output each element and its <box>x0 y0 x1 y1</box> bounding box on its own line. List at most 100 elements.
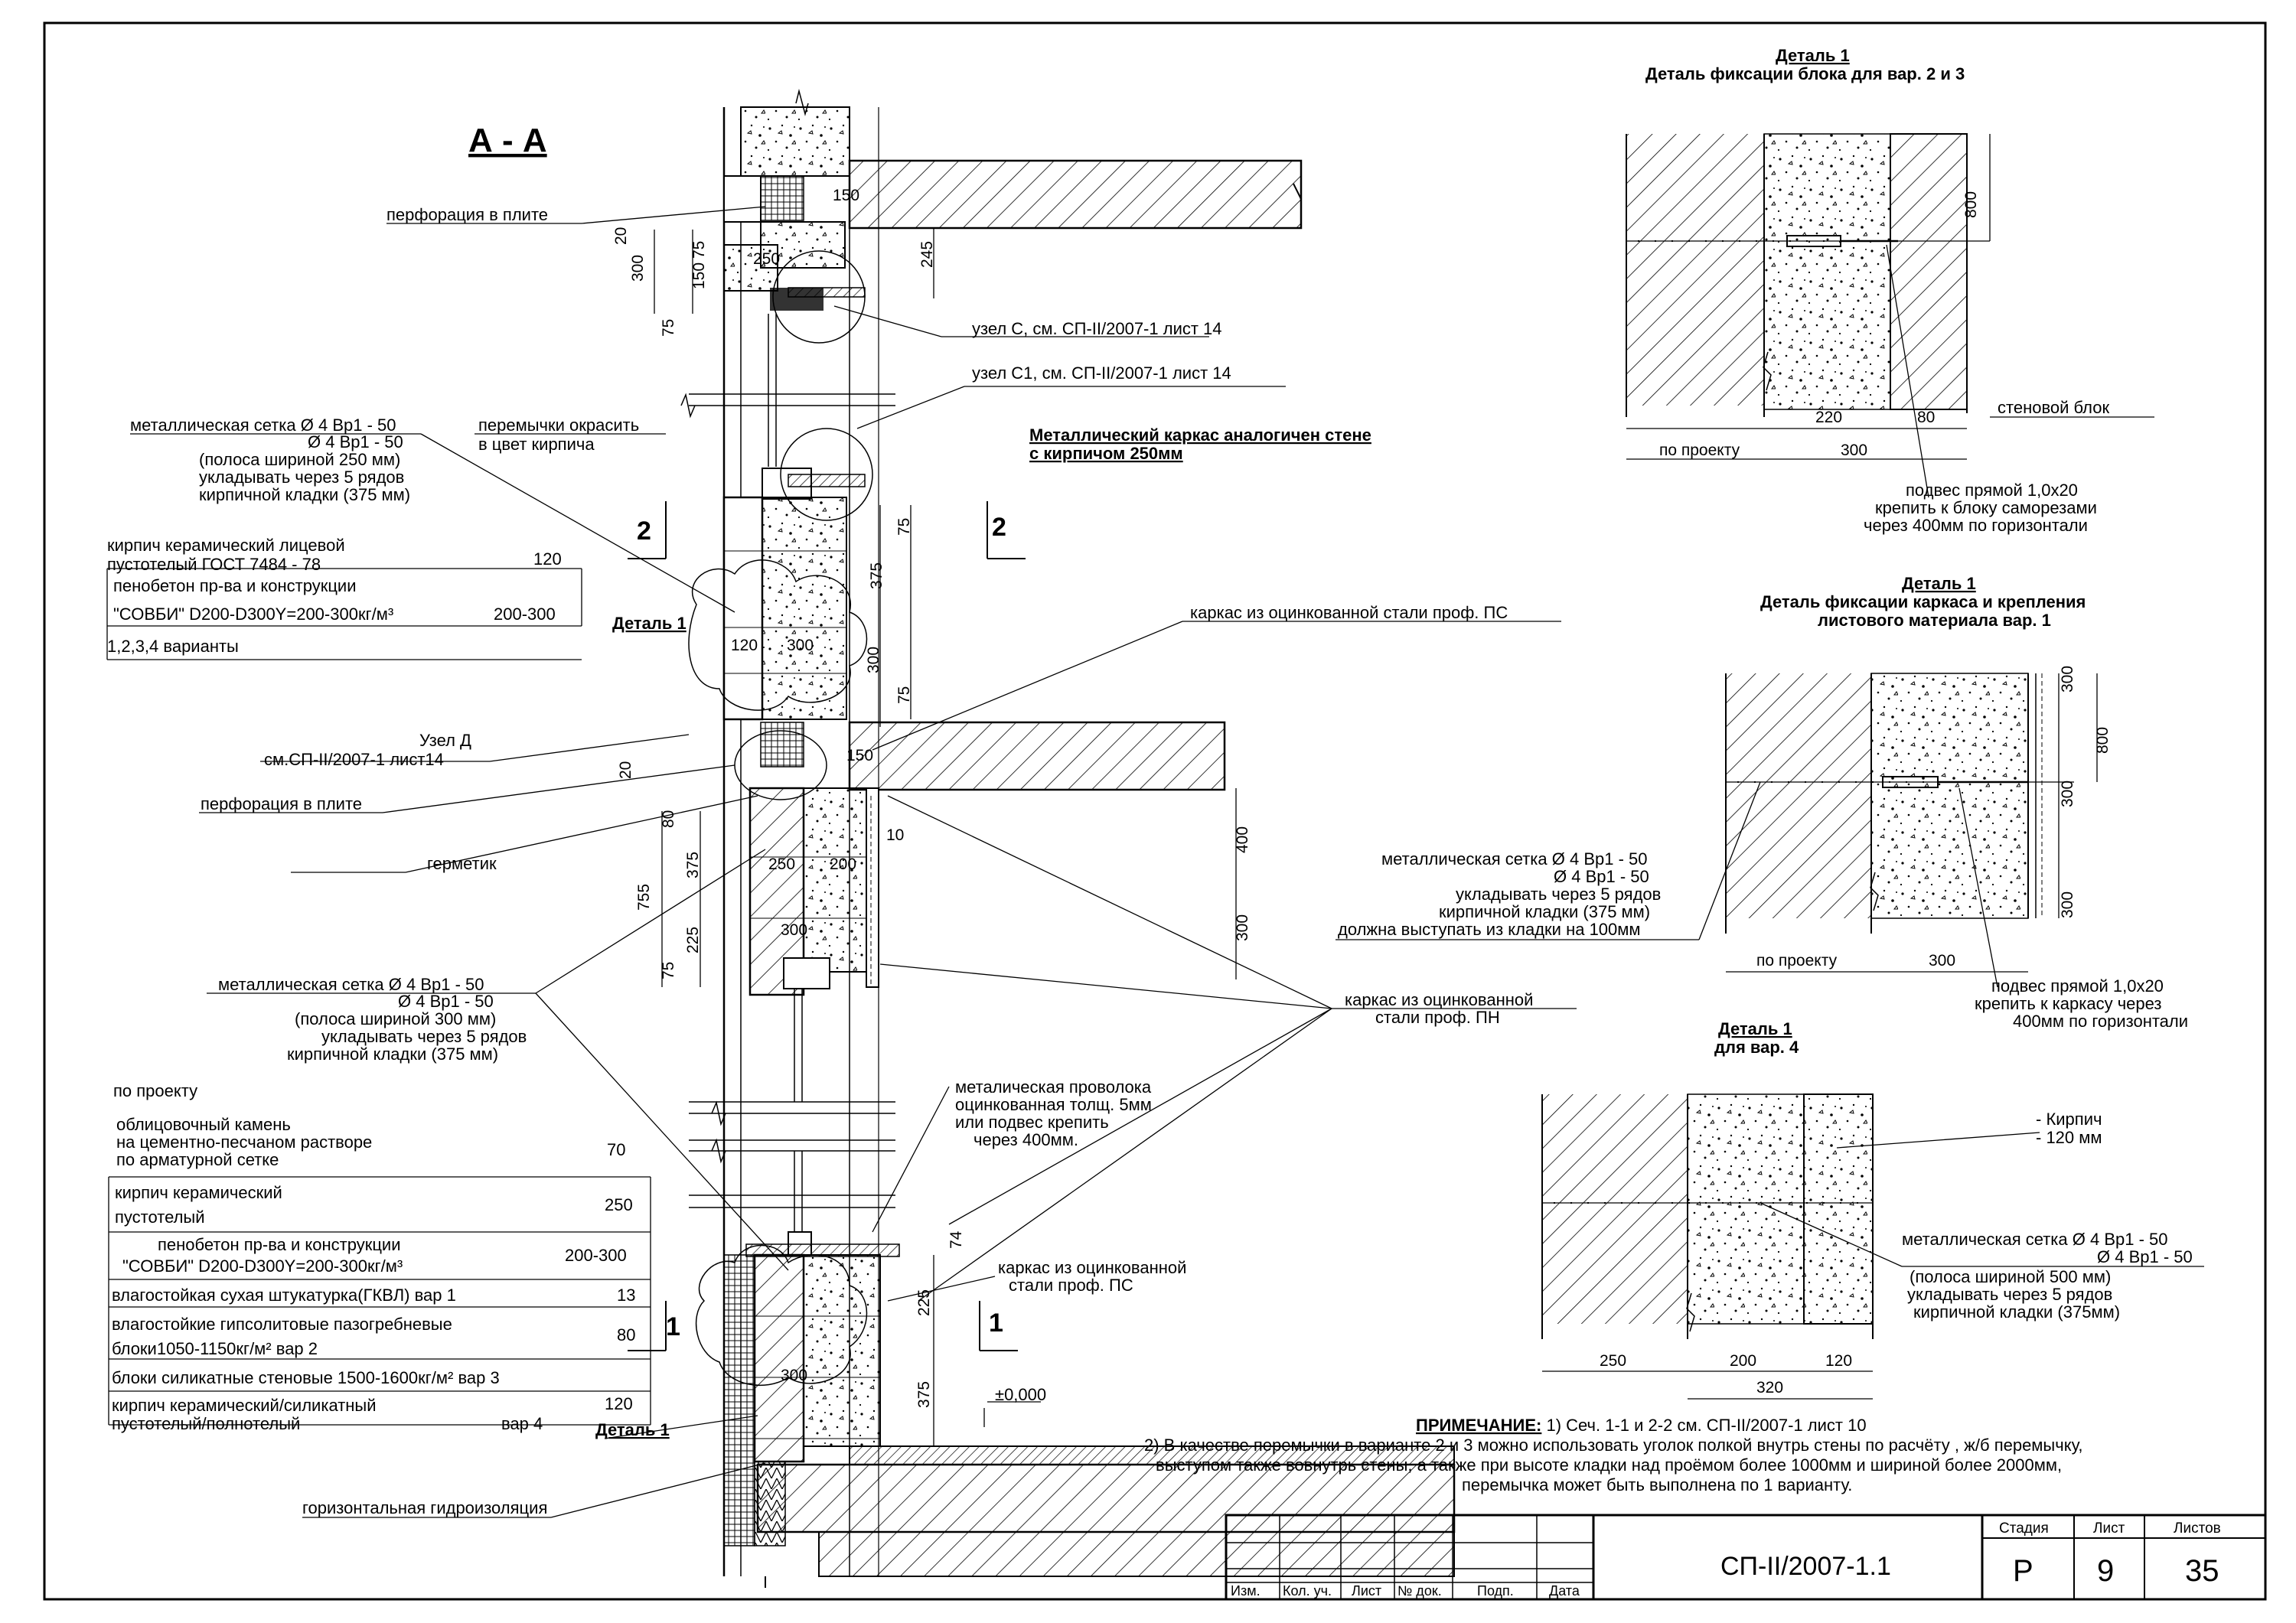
svg-text:или подвес крепить: или подвес крепить <box>955 1113 1109 1132</box>
svg-text:250: 250 <box>753 250 780 268</box>
col-doc: № док. <box>1397 1583 1442 1599</box>
svg-text:245: 245 <box>918 241 936 268</box>
svg-text:подвес прямой 1,0х20: подвес прямой 1,0х20 <box>1906 481 2078 500</box>
paint-note: перемычки окрасить <box>478 416 639 435</box>
svg-text:(полоса шириной 300 мм): (полоса шириной 300 мм) <box>295 1009 496 1028</box>
svg-text:пенобетон пр-ва и конструкции: пенобетон пр-ва и конструкции <box>158 1235 401 1254</box>
detail-1-var4: Деталь 1 для вар. 4 - Кирпич - 120 мм ме… <box>1541 1019 2204 1400</box>
svg-text:20: 20 <box>612 227 630 245</box>
waterproofing-label: горизонтальная гидроизоляция <box>302 1498 547 1517</box>
svg-text:для вар. 4: для вар. 4 <box>1714 1038 1799 1057</box>
frame-ps-label: каркас из оцинкованной стали проф. ПС <box>1190 603 1508 622</box>
svg-text:кирпичной кладки (375 мм): кирпичной кладки (375 мм) <box>199 485 410 504</box>
svg-text:75: 75 <box>660 962 677 979</box>
sheets-value: 35 <box>2185 1554 2219 1588</box>
frame-pn-label: каркас из оцинкованной <box>1345 990 1533 1009</box>
svg-text:375: 375 <box>868 562 885 589</box>
svg-text:крепить к каркасу через: крепить к каркасу через <box>1975 994 2162 1013</box>
svg-text:стеновой блок: стеновой блок <box>1998 398 2109 417</box>
svg-text:300: 300 <box>1234 914 1251 941</box>
svg-text:влагостойкая сухая штукатурка(: влагостойкая сухая штукатурка(ГКВЛ) вар … <box>112 1286 456 1305</box>
svg-text:2) В качестве перемычки в вари: 2) В качестве перемычки в варианте 2 и 3… <box>1144 1436 2083 1455</box>
svg-text:150: 150 <box>690 262 708 289</box>
svg-text:по арматурной сетке: по арматурной сетке <box>116 1150 279 1169</box>
svg-text:375: 375 <box>684 852 702 878</box>
svg-text:Лист: Лист <box>2093 1520 2125 1537</box>
svg-text:70: 70 <box>607 1140 625 1159</box>
svg-text:300: 300 <box>2059 891 2076 918</box>
col-podp: Подп. <box>1477 1583 1514 1599</box>
detail1-ref-bot: Деталь 1 <box>595 1420 670 1439</box>
mesh-note-2a: металлическая сетка Ø 4 Вр1 - 50 <box>218 975 484 994</box>
svg-text:200: 200 <box>1730 1352 1756 1370</box>
svg-text:300: 300 <box>2059 781 2076 807</box>
svg-text:400мм по горизонтали: 400мм по горизонтали <box>2013 1012 2188 1031</box>
svg-text:стали проф. ПН: стали проф. ПН <box>1375 1008 1500 1027</box>
svg-text:с кирпичом 250мм: с кирпичом 250мм <box>1029 444 1183 463</box>
svg-text:перемычка может быть выполнена: перемычка может быть выполнена по 1 вари… <box>1462 1475 1852 1494</box>
svg-text:пенобетон пр-ва и конструкции: пенобетон пр-ва и конструкции <box>113 576 357 595</box>
cut-2-left: 2 <box>637 517 651 546</box>
svg-text:1,2,3,4 варианты: 1,2,3,4 варианты <box>107 637 239 656</box>
leader-lines <box>130 206 1577 1518</box>
svg-text:"СОВБИ" D200-D300Y=200-300кг/м: "СОВБИ" D200-D300Y=200-300кг/м³ <box>122 1256 403 1276</box>
svg-text:кирпичной кладки (375мм): кирпичной кладки (375мм) <box>1913 1302 2120 1322</box>
svg-text:(полоса шириной 500 мм): (полоса шириной 500 мм) <box>1910 1267 2111 1286</box>
svg-text:по проекту: по проекту <box>113 1081 197 1100</box>
col-izm: Изм. <box>1231 1583 1261 1599</box>
title-block <box>1225 1514 2267 1601</box>
svg-text:по проекту: по проекту <box>1756 952 1838 970</box>
svg-text:Стадия: Стадия <box>1999 1520 2049 1537</box>
sealant-label: герметик <box>427 854 497 873</box>
svg-text:Ø 4 Вр1 - 50: Ø 4 Вр1 - 50 <box>1554 867 1649 886</box>
col-kol-uch: Кол. уч. <box>1283 1583 1332 1599</box>
document-code: СП-II/2007-1.1 <box>1720 1552 1891 1581</box>
svg-text:Деталь фиксации блока для вар.: Деталь фиксации блока для вар. 2 и 3 <box>1645 64 1965 83</box>
svg-text:250: 250 <box>605 1195 633 1214</box>
svg-text:пустотелый ГОСТ 7484 - 78: пустотелый ГОСТ 7484 - 78 <box>107 555 321 574</box>
svg-text:800: 800 <box>2094 727 2112 754</box>
legend-top: кирпич керамический лицевой пустотелый Г… <box>106 536 582 660</box>
section-cuts <box>628 501 1026 1351</box>
svg-text:облицовочный камень: облицовочный камень <box>116 1115 291 1134</box>
svg-text:10: 10 <box>886 826 904 844</box>
svg-text:150: 150 <box>846 747 873 764</box>
legend-bottom <box>108 1176 651 1426</box>
svg-text:300: 300 <box>629 255 647 282</box>
svg-text:300: 300 <box>781 1367 807 1384</box>
zero-level: ±0,000 <box>995 1385 1046 1404</box>
svg-text:через 400мм.: через 400мм. <box>974 1130 1078 1149</box>
svg-text:400: 400 <box>1234 826 1251 853</box>
svg-text:225: 225 <box>915 1289 933 1316</box>
svg-text:ПРИМЕЧАНИЕ: 1) Сеч. 1-1 и 2-2: ПРИМЕЧАНИЕ: 1) Сеч. 1-1 и 2-2 см. СП-II/… <box>1416 1416 1867 1435</box>
cut-1-right: 1 <box>989 1309 1003 1338</box>
node-d-ref: Узел Д <box>419 731 471 750</box>
svg-text:13: 13 <box>617 1286 635 1305</box>
svg-text:кирпич керамический лицевой: кирпич керамический лицевой <box>107 536 345 555</box>
svg-text:75: 75 <box>660 319 677 337</box>
svg-text:300: 300 <box>1929 952 1955 970</box>
svg-text:250: 250 <box>768 855 795 873</box>
svg-text:влагостойкие гипсолитовые пазо: влагостойкие гипсолитовые пазогребневые <box>112 1315 452 1334</box>
svg-text:Деталь 1: Деталь 1 <box>1776 46 1850 65</box>
svg-text:120: 120 <box>533 549 562 569</box>
svg-text:75: 75 <box>690 241 708 259</box>
sheet-border <box>43 21 2267 1601</box>
svg-text:укладывать через 5 рядов: укладывать через 5 рядов <box>321 1027 527 1046</box>
callouts: перфорация в плите узел С, см. СП-II/200… <box>130 205 1533 1517</box>
detail-1-block: Деталь 1 Деталь фиксации блока для вар. … <box>1626 46 2154 535</box>
svg-text:(полоса шириной 250 мм): (полоса шириной 250 мм) <box>199 450 400 469</box>
svg-text:220: 220 <box>1815 409 1842 426</box>
svg-text:кирпич керамический/силикатный: кирпич керамический/силикатный <box>112 1396 377 1415</box>
svg-text:80: 80 <box>617 1325 635 1344</box>
svg-text:- 120 мм: - 120 мм <box>2036 1128 2102 1147</box>
svg-text:Ø 4 Вр1 - 50: Ø 4 Вр1 - 50 <box>308 432 403 451</box>
svg-text:стали проф. ПС: стали проф. ПС <box>1009 1276 1133 1295</box>
svg-text:75: 75 <box>895 686 913 704</box>
svg-text:80: 80 <box>1917 409 1935 426</box>
svg-text:металлическая сетка Ø 4 Вр1 -: металлическая сетка Ø 4 Вр1 - 50 <box>1381 849 1648 869</box>
svg-text:кирпичной кладки (375 мм): кирпичной кладки (375 мм) <box>287 1045 498 1064</box>
stage-value: Р <box>2013 1554 2033 1588</box>
svg-text:120: 120 <box>605 1394 633 1413</box>
